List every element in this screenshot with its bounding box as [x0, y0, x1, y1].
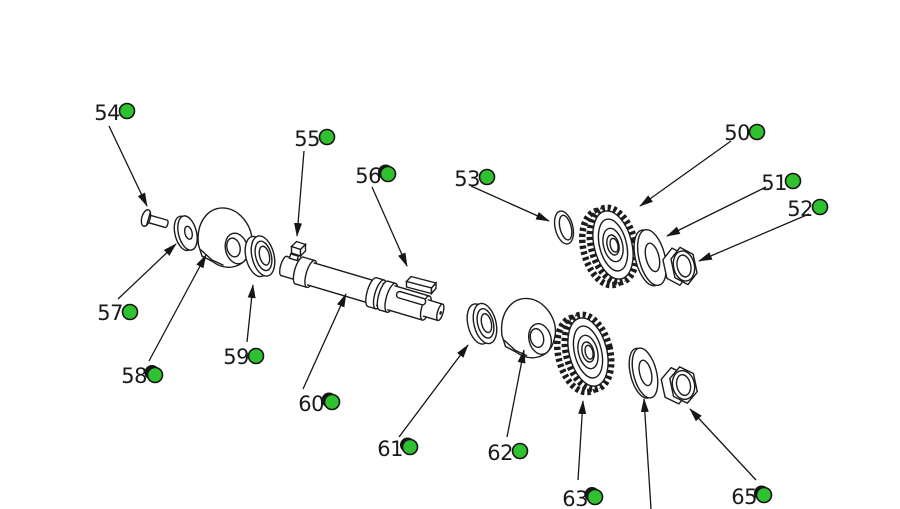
leader-52 — [698, 213, 810, 262]
part-shaft-60 — [278, 253, 445, 322]
leader-56 — [371, 186, 408, 267]
leader-63 — [577, 400, 587, 481]
part-bearing-61 — [462, 299, 502, 349]
callout-label-56[interactable]: 56 — [355, 164, 381, 188]
part-gear-63 — [550, 310, 619, 397]
leader-59 — [246, 284, 256, 343]
callout-label-55[interactable]: 55 — [294, 127, 320, 151]
part-cam-58 — [197, 207, 253, 268]
callout-hotspot-58[interactable] — [146, 366, 164, 384]
leader-54 — [108, 125, 148, 207]
leader-53 — [470, 185, 550, 222]
callout-hotspot-59[interactable] — [247, 347, 265, 365]
callout-label-59[interactable]: 59 — [223, 345, 249, 369]
callout-label-57[interactable]: 57 — [97, 301, 123, 325]
part-lockwasher-53 — [553, 210, 575, 245]
callout-label-53[interactable]: 53 — [454, 167, 480, 191]
leader-lines — [108, 125, 810, 509]
callout-label-61[interactable]: 61 — [377, 437, 403, 461]
leader-64 — [640, 398, 652, 509]
part-screw-54 — [140, 209, 169, 229]
callout-hotspot-57[interactable] — [121, 303, 139, 321]
callout-hotspot-54[interactable] — [118, 102, 136, 120]
callout-hotspot-51[interactable] — [784, 172, 802, 190]
part-nut-52 — [662, 246, 698, 287]
leader-51 — [666, 186, 767, 237]
part-cam-62 — [500, 297, 557, 359]
callout-label-63[interactable]: 63 — [562, 487, 588, 509]
callout-label-58[interactable]: 58 — [121, 364, 147, 388]
part-nut-65 — [660, 366, 699, 405]
callout-hotspot-50[interactable] — [748, 123, 766, 141]
callout-label-60[interactable]: 60 — [298, 392, 324, 416]
part-washer-57 — [173, 215, 198, 252]
leader-60 — [302, 293, 347, 390]
callout-hotspot-63[interactable] — [586, 488, 604, 506]
callout-label-51[interactable]: 51 — [761, 171, 787, 195]
callout-label-52[interactable]: 52 — [787, 197, 813, 221]
leader-61 — [398, 344, 469, 438]
leader-57 — [117, 243, 177, 300]
callout-hotspot-61[interactable] — [401, 438, 419, 456]
leader-50 — [639, 140, 732, 207]
part-washer-51 — [633, 228, 668, 287]
callout-hotspot-53[interactable] — [478, 168, 496, 186]
callout-hotspot-52[interactable] — [811, 198, 829, 216]
callout-hotspot-56[interactable] — [379, 165, 397, 183]
leader-58 — [148, 254, 207, 362]
part-key-56 — [405, 275, 438, 296]
part-washer-64 — [628, 347, 659, 399]
leader-55 — [294, 150, 305, 237]
callout-hotspot-55[interactable] — [318, 128, 336, 146]
callout-hotspot-65[interactable] — [755, 486, 773, 504]
callout-label-50[interactable]: 50 — [724, 121, 750, 145]
callout-hotspot-62[interactable] — [511, 442, 529, 460]
leader-62 — [506, 349, 526, 438]
part-key-55 — [290, 240, 307, 258]
callout-label-54[interactable]: 54 — [94, 101, 120, 125]
callouts: 50 51 52 53 54 55 56 57 58 59 60 61 62 6… — [94, 101, 829, 509]
callout-label-62[interactable]: 62 — [487, 441, 513, 465]
callout-label-65[interactable]: 65 — [731, 485, 757, 509]
callout-hotspot-60[interactable] — [323, 393, 341, 411]
leader-65 — [689, 408, 757, 481]
